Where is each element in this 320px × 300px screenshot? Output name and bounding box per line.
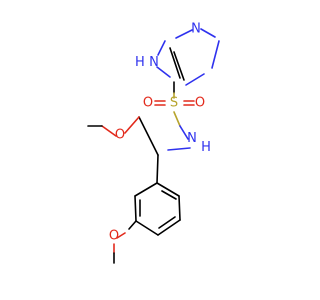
bond-nh-c-imidazole xyxy=(156,66,171,78)
bond-c-benzene xyxy=(156,154,159,184)
atom-o-ring: O xyxy=(109,229,119,244)
atom-n-sulfonamide: N xyxy=(187,131,197,146)
atom-n-imidazole: N xyxy=(149,55,159,70)
benzene-inner-1 xyxy=(161,190,177,200)
atom-s-sulfonyl: S xyxy=(170,96,178,111)
bond-ch2-o xyxy=(124,116,140,134)
molecule-diagram: N H N S O O N H O O xyxy=(87,21,220,264)
structure-svg: N H N S O O N H O O xyxy=(87,22,220,264)
bond-s-n xyxy=(173,111,181,127)
benzene-bond-2 xyxy=(178,195,181,221)
atom-o-sulfonyl-left: O xyxy=(143,96,153,111)
atom-h-imidazole: H xyxy=(135,55,145,70)
bond-n-c-imidazole xyxy=(200,28,216,38)
bond-c-n-imidazole-right xyxy=(211,40,220,69)
bond-o-benzene xyxy=(116,232,126,239)
atom-o-sulfonyl-right: O xyxy=(195,96,205,111)
bond-c-c-imidazole-double xyxy=(173,51,185,81)
benzene-inner-2 xyxy=(158,216,176,229)
benzene-bond-1 xyxy=(156,182,180,197)
bond-s-n-blue xyxy=(179,125,189,140)
benzene-bond-4 xyxy=(135,220,159,236)
atom-nh-sulfonamide: N H xyxy=(187,131,211,155)
bond-c-n-imidazole xyxy=(175,29,193,39)
bond-c-nh-imidazole xyxy=(157,40,166,56)
bond-c-ch2 xyxy=(138,116,159,156)
bond-o-ch3 xyxy=(101,125,117,137)
bond-c-n-imidazole-bottom xyxy=(185,73,205,86)
benzene-bond-5 xyxy=(134,195,137,222)
bond-benzene-o xyxy=(128,220,137,230)
atom-h-sulfonamide: H xyxy=(201,140,211,155)
benzene-bond-3 xyxy=(157,219,181,236)
atom-nh-imidazole: H N xyxy=(135,55,159,70)
bond-c-c-imidazole xyxy=(169,47,181,79)
atom-o-chain: O xyxy=(115,128,125,143)
atom-n-imidazole-top: N xyxy=(191,22,201,37)
benzene-bond-6 xyxy=(134,182,158,197)
bond-n-c-chain xyxy=(167,147,191,151)
